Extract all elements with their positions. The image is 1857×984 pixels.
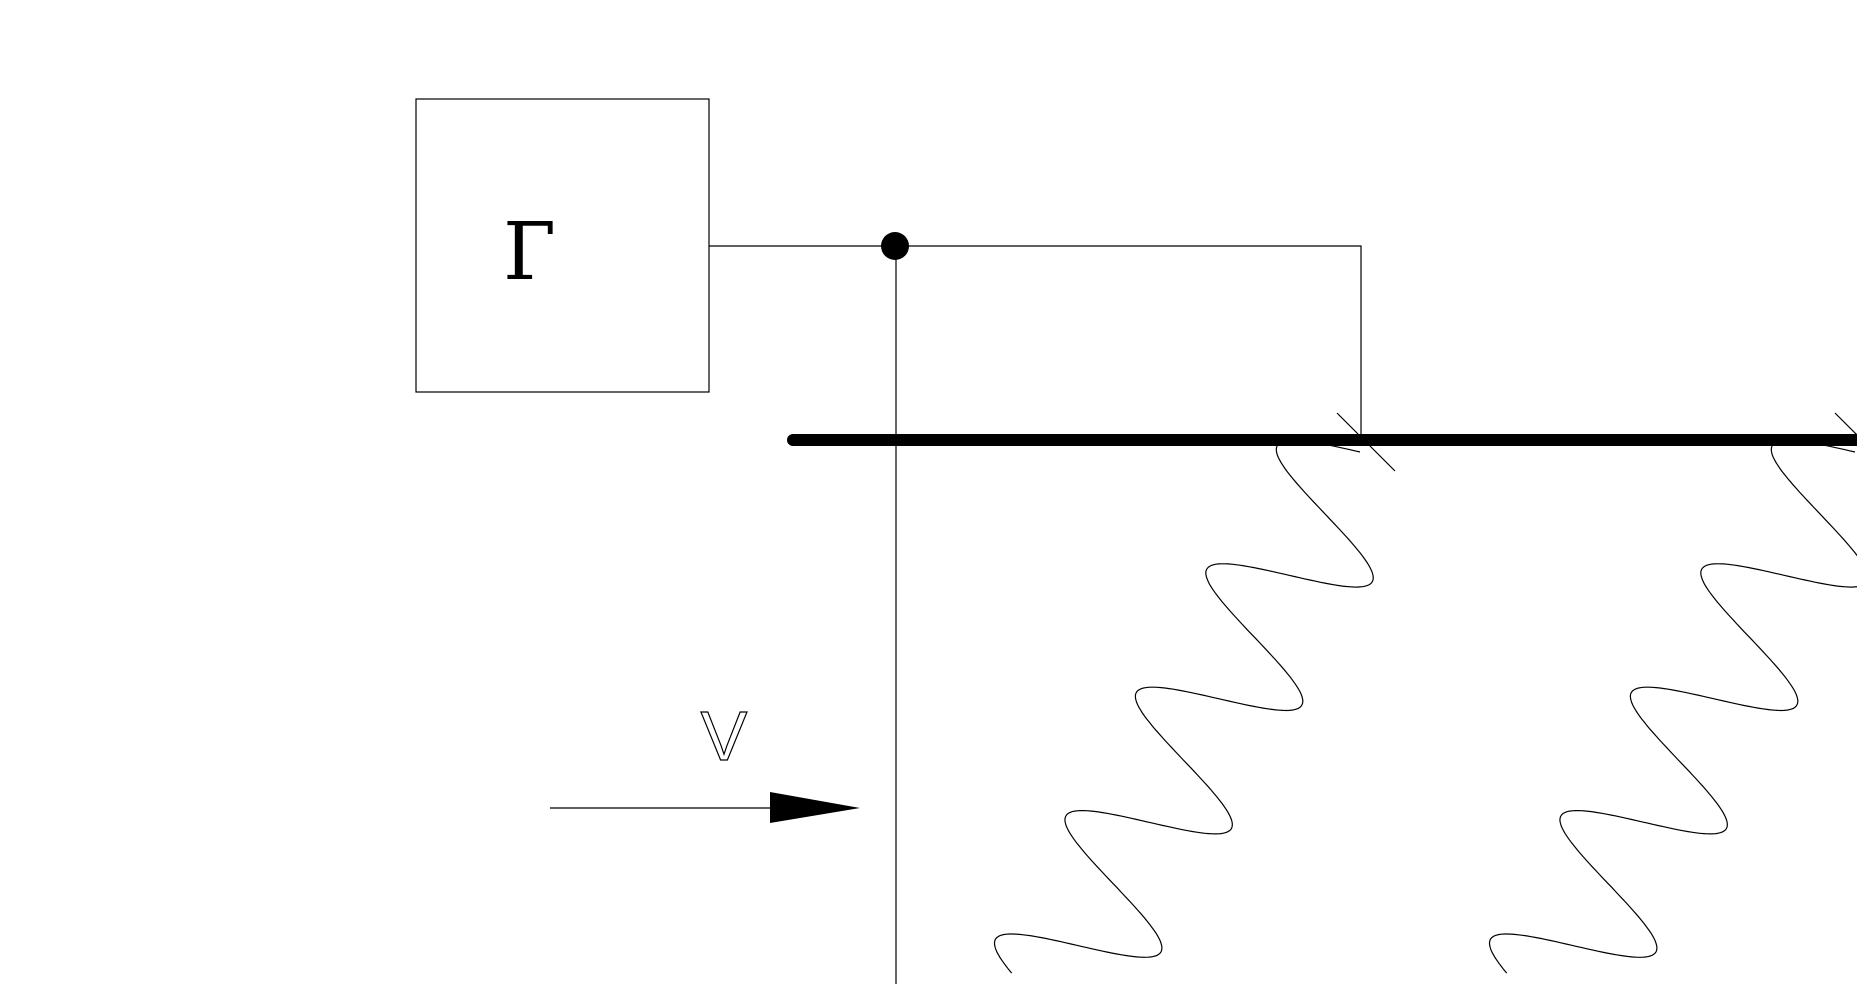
contact-mark-1 [1336, 412, 1396, 472]
wavy-filament-2 [1488, 439, 1857, 974]
velocity-label: V [701, 697, 748, 775]
generator-label: Г [503, 205, 556, 298]
supply-wire [709, 245, 1362, 440]
wavy-filament-1 [993, 439, 1374, 974]
junction-node [881, 232, 909, 260]
velocity-arrow-head [770, 792, 860, 823]
contact-mark-2 [1834, 412, 1857, 436]
generator-box [415, 98, 710, 393]
